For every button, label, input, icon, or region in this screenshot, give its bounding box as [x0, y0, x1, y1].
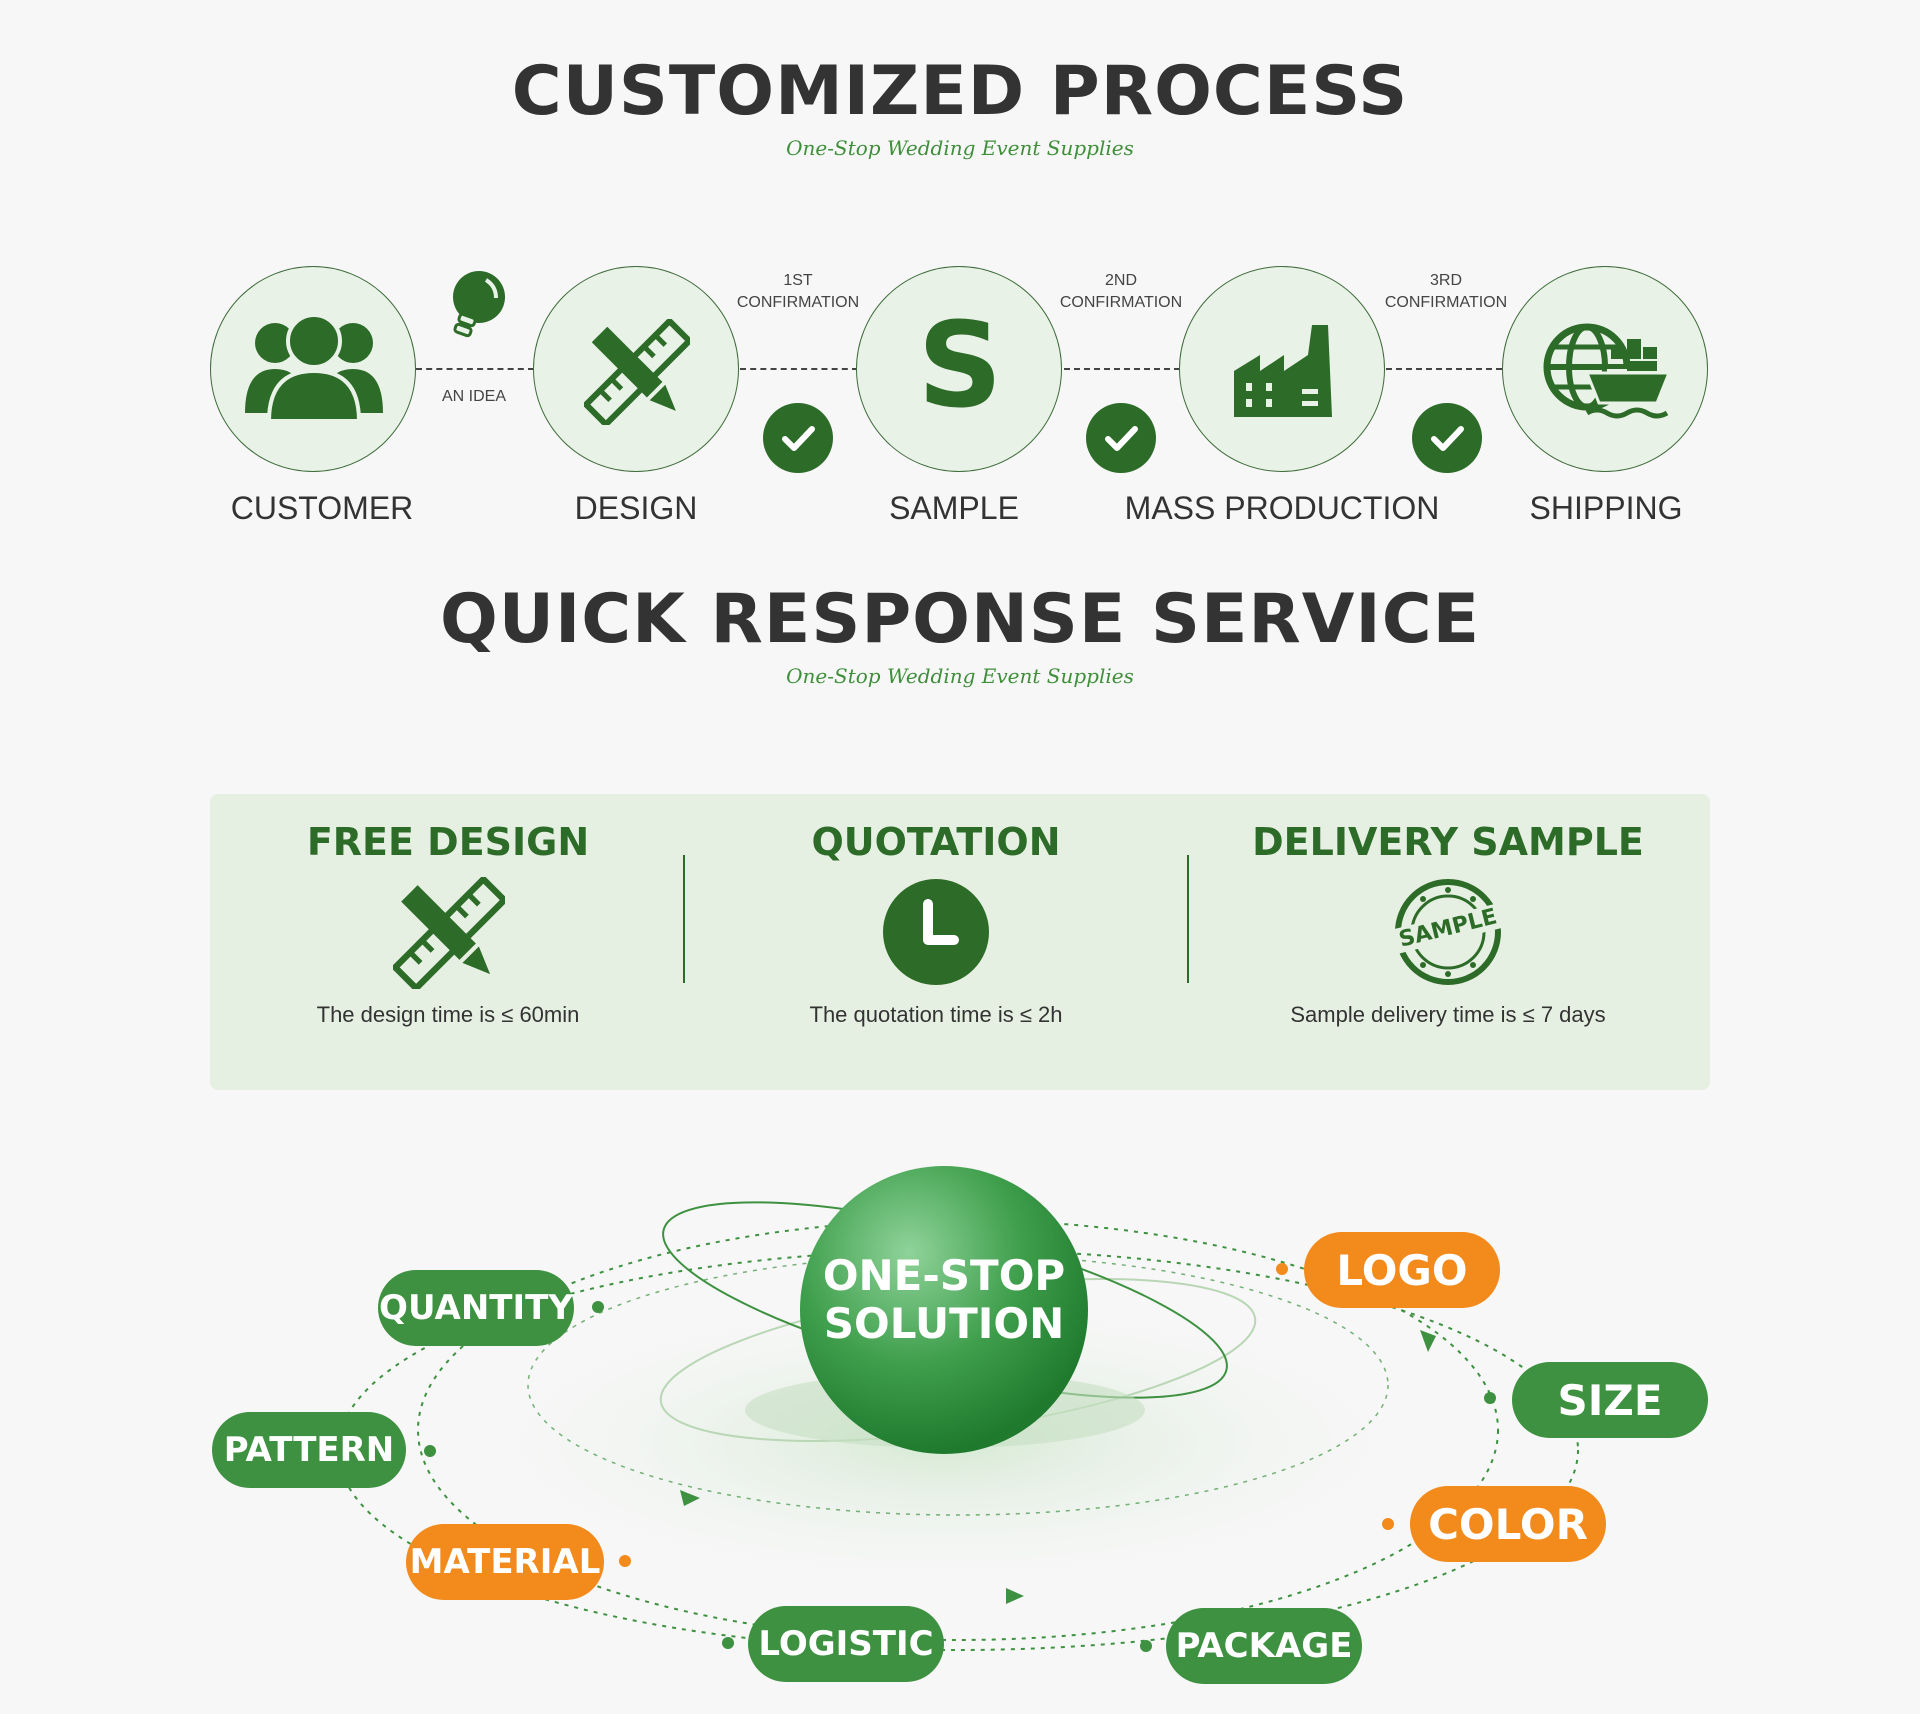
tag-pattern: PATTERN — [212, 1412, 406, 1488]
tag-size: SIZE — [1512, 1362, 1708, 1438]
step-customer — [210, 266, 416, 472]
tag-logo: LOGO — [1304, 1232, 1500, 1308]
pencil-ruler-icon — [393, 877, 505, 989]
pencil-ruler-icon — [584, 319, 690, 425]
connector-note-2nd-confirmation: 2ND CONFIRMATION — [1041, 270, 1201, 314]
connector-line-2 — [740, 368, 858, 370]
step-shipping — [1502, 266, 1708, 472]
section-subtitle: One-Stop Wedding Event Supplies — [786, 136, 1134, 160]
qr-text-delivery-sample: Sample delivery time is ≤ 7 days — [1290, 1002, 1606, 1027]
qr-text-quotation: The quotation time is ≤ 2h — [809, 1002, 1063, 1027]
qr-text-free-design: The design time is ≤ 60min — [316, 1002, 580, 1027]
one-stop-solution-label: ONE-STOP SOLUTION — [794, 1252, 1094, 1348]
note-line: 1ST — [783, 272, 813, 289]
center-line: SOLUTION — [823, 1299, 1065, 1348]
section-subtitle: One-Stop Wedding Event Supplies — [786, 664, 1134, 688]
tag-color: COLOR — [1410, 1486, 1606, 1562]
tag-quantity: QUANTITY — [378, 1270, 574, 1346]
connector-line-3 — [1064, 368, 1180, 370]
note-line: CONFIRMATION — [1384, 294, 1508, 311]
people-icon — [245, 313, 383, 423]
center-line: ONE-STOP — [822, 1251, 1066, 1300]
connector-note-3rd-confirmation: 3RD CONFIRMATION — [1366, 270, 1526, 314]
section-title-customized-process: CUSTOMIZED PROCESS — [511, 52, 1409, 131]
tag-logistic: LOGISTIC — [748, 1606, 944, 1682]
lightbulb-icon — [453, 271, 505, 338]
check-icon — [763, 403, 833, 473]
orbit-diagram — [337, 1166, 1579, 1652]
step-sample: S — [856, 266, 1062, 472]
note-line: CONFIRMATION — [1059, 294, 1183, 311]
step-label-sample: SAMPLE — [889, 490, 1019, 526]
factory-icon — [1234, 325, 1332, 417]
tag-material: MATERIAL — [406, 1524, 604, 1600]
step-label-shipping: SHIPPING — [1529, 490, 1683, 526]
section-title-quick-response: QUICK RESPONSE SERVICE — [439, 580, 1481, 659]
connector-note-an-idea: AN IDEA — [441, 388, 506, 405]
step-design — [533, 266, 739, 472]
connector-note-1st-confirmation: 1ST CONFIRMATION — [718, 270, 878, 314]
note-line: 2ND — [1104, 272, 1137, 289]
note-line: CONFIRMATION — [736, 294, 860, 311]
divider — [683, 855, 685, 983]
clock-icon — [883, 879, 989, 985]
tag-package: PACKAGE — [1166, 1608, 1362, 1684]
sample-stamp-icon: SAMPLE — [1384, 878, 1512, 986]
check-icon — [1086, 403, 1156, 473]
connector-line-1 — [416, 368, 534, 370]
s-letter-icon: S — [917, 296, 1003, 434]
qr-title-free-design: FREE DESIGN — [306, 820, 590, 864]
step-mass-production — [1179, 266, 1385, 472]
note-line: 3RD — [1429, 272, 1462, 289]
qr-title-delivery-sample: DELIVERY SAMPLE — [1252, 820, 1644, 864]
step-label-customer: CUSTOMER — [230, 490, 414, 526]
check-icon — [1412, 403, 1482, 473]
divider — [1187, 855, 1189, 983]
connector-line-4 — [1386, 368, 1502, 370]
qr-title-quotation: QUOTATION — [811, 820, 1061, 864]
step-label-design: DESIGN — [574, 490, 698, 526]
step-label-mass-production: MASS PRODUCTION — [1124, 490, 1440, 526]
globe-ship-icon — [1543, 323, 1671, 419]
